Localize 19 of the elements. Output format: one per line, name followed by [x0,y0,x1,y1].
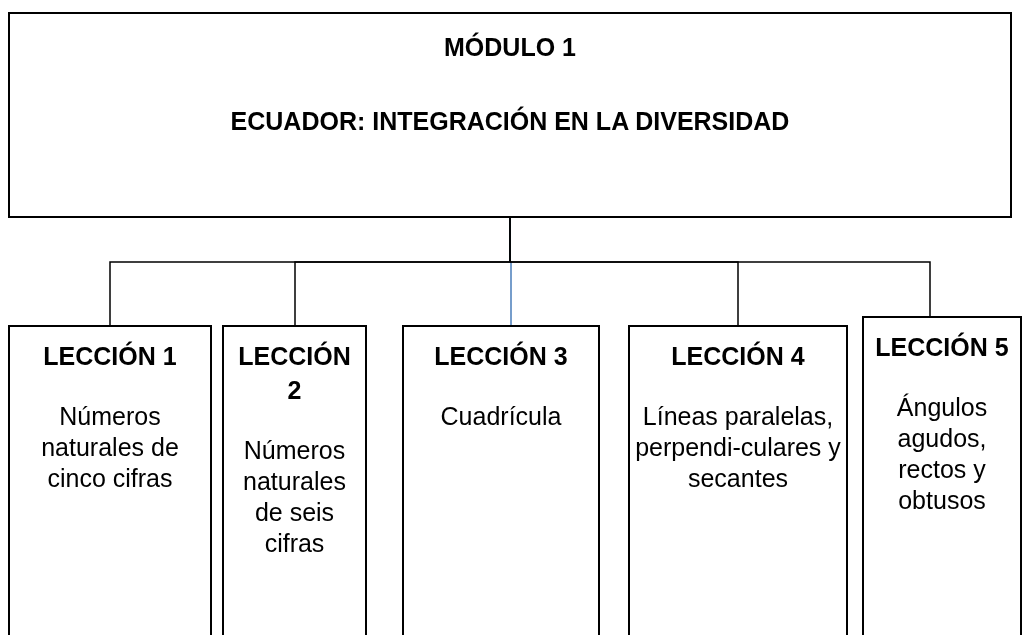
description: Números naturales de cinco cifras [40,401,180,494]
heading: MÓDULO 1 [444,31,576,63]
lesson-box [402,325,600,635]
description: Cuadrícula [440,401,562,432]
module-box [8,12,1012,218]
heading: LECCIÓN 1 [43,340,177,372]
description: Líneas paralelas, perpendi-culares y secantes [634,401,842,494]
heading: LECCIÓN 4 [671,340,805,372]
lesson-box [628,325,848,635]
heading: LECCIÓN 5 [875,331,1009,363]
description: ECUADOR: INTEGRACIÓN EN LA DIVERSIDAD [230,105,790,137]
description: Ángulos agudos, rectos y obtusos [895,392,989,516]
heading: LECCIÓN 3 [434,340,568,372]
lesson-box [862,316,1022,635]
lesson-box [8,325,212,635]
description: Números naturales de seis cifras [242,435,347,559]
heading: LECCIÓN 2 [237,340,352,406]
lesson-box [222,325,367,635]
connector-line [509,217,931,317]
